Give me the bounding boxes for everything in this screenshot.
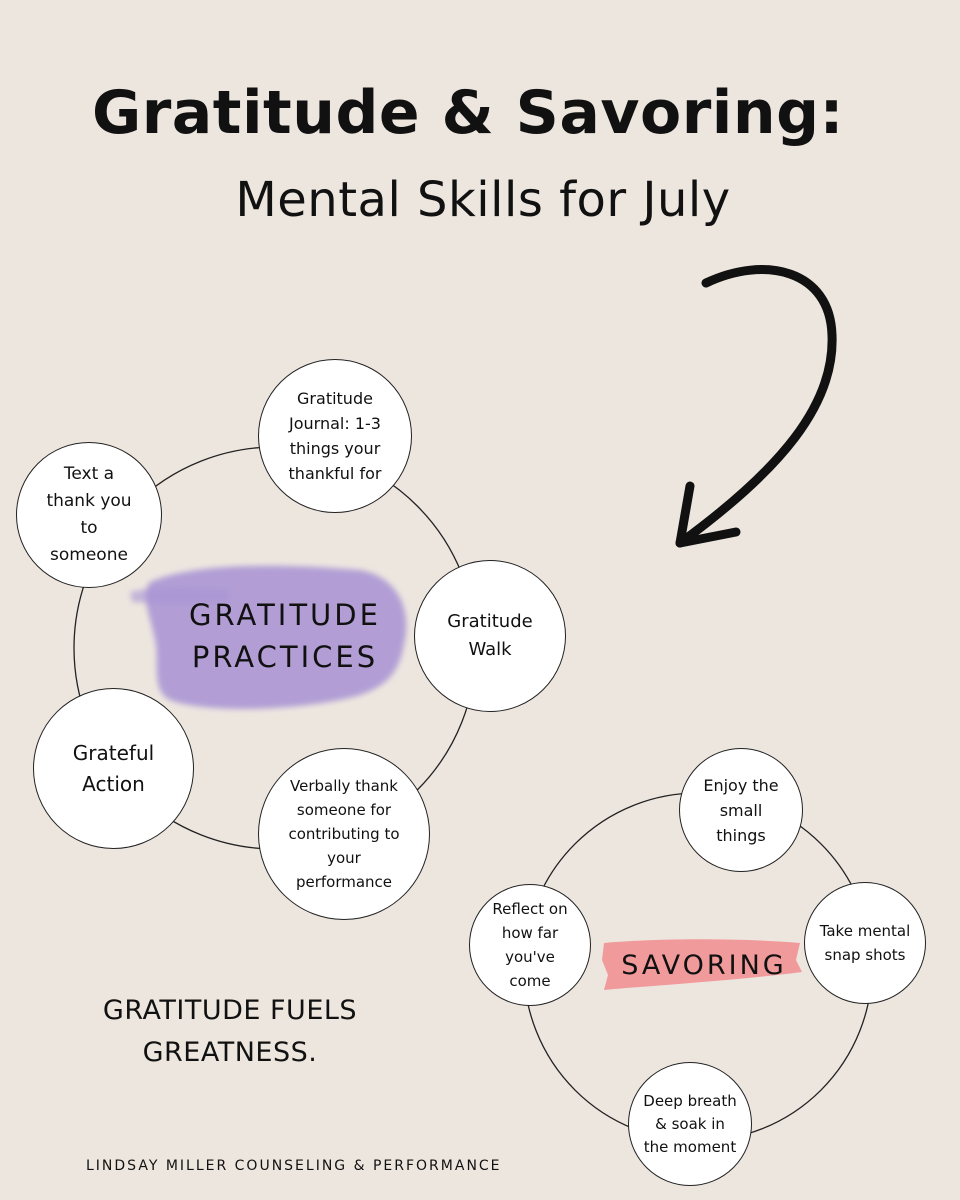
savoring-hub-label: SAVORING — [621, 950, 787, 981]
gratitude-hub-line-1: GRATITUDE — [189, 598, 381, 632]
curved-arrow-icon — [675, 265, 837, 548]
node-gratitude-walk: Gratitude Walk — [414, 560, 566, 712]
gratitude-hub-line-2: PRACTICES — [191, 640, 379, 674]
node-grateful-action: Grateful Action — [33, 688, 194, 849]
gratitude-brush-stroke — [130, 565, 407, 709]
node-deep-breath: Deep breath & soak in the moment — [628, 1062, 752, 1186]
node-text-thank-you: Text a thank you to someone — [16, 442, 162, 588]
tagline-line-2: GREATNESS. — [142, 1037, 318, 1068]
footer-credit: LINDSAY MILLER COUNSELING & PERFORMANCE — [86, 1158, 502, 1174]
page-subtitle: Mental Skills for July — [235, 172, 731, 228]
node-verbally-thank: Verbally thank someone for contributing … — [258, 748, 430, 920]
gratitude-hub-label: GRATITUDE PRACTICES — [160, 594, 410, 678]
savoring-brush-stroke — [602, 939, 802, 990]
node-reflect-how-far: Reflect on how far you've come — [469, 884, 591, 1006]
page-title: Gratitude & Savoring: — [91, 78, 845, 148]
node-enjoy-small-things: Enjoy the small things — [679, 748, 803, 872]
tagline: GRATITUDE FUELS GREATNESS. — [100, 990, 360, 1074]
tagline-line-1: GRATITUDE FUELS — [102, 995, 358, 1026]
node-gratitude-journal: Gratitude Journal: 1-3 things your thank… — [258, 359, 412, 513]
node-mental-snap-shots: Take mental snap shots — [804, 882, 926, 1004]
